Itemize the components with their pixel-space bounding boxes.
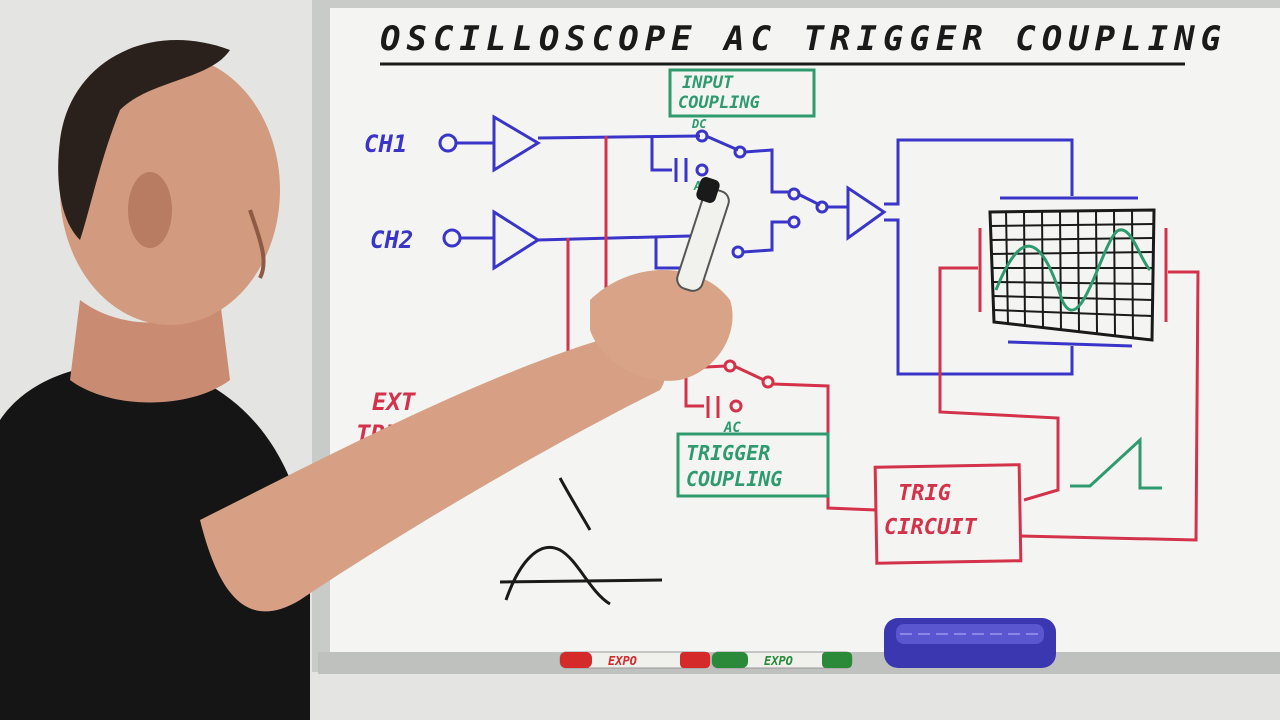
trig-circuit-label-1: TRIG [898,481,951,506]
sine-axis [499,578,663,584]
tray-marker-green: EXPO [711,651,853,669]
sine-sketch [504,546,611,606]
trigger-coupling-label-2: COUPLING [686,467,782,491]
vertical-amplifier [846,185,887,241]
vertical-deflection-plate-bottom [1007,340,1133,348]
red-marker-brand: EXPO [608,654,637,668]
marker-in-hand [676,188,730,292]
tray-marker-red: EXPO [559,651,711,669]
green-marker-brand: EXPO [764,654,793,668]
screen-waveform [994,228,1152,312]
trig-circuit-box [873,463,1023,565]
presenter [0,40,733,720]
crt-screen [988,208,1156,342]
input-coupling-box [668,68,816,118]
dc-label-top: DC [691,117,707,131]
ch1-amplifier [492,114,541,173]
input-coupling-label-2: COUPLING [678,93,760,113]
eraser [884,618,1056,668]
ch2-amplifier [492,209,541,271]
ch1-label: CH1 [364,130,407,158]
trigger-coupling-label-1: TRIGGER [686,441,770,465]
ext-label: EXT [372,388,417,416]
trigger-coupling-box [676,432,830,498]
trig-circuit-label-2: CIRCUIT [884,515,977,540]
ch2-label: CH2 [370,226,413,254]
board-title: OSCILLOSCOPE AC TRIGGER COUPLING [380,19,1227,59]
sweep-sawtooth [1070,436,1162,490]
input-coupling-label-1: INPUT [682,73,734,93]
ac-label-bottom: AC [723,420,741,436]
